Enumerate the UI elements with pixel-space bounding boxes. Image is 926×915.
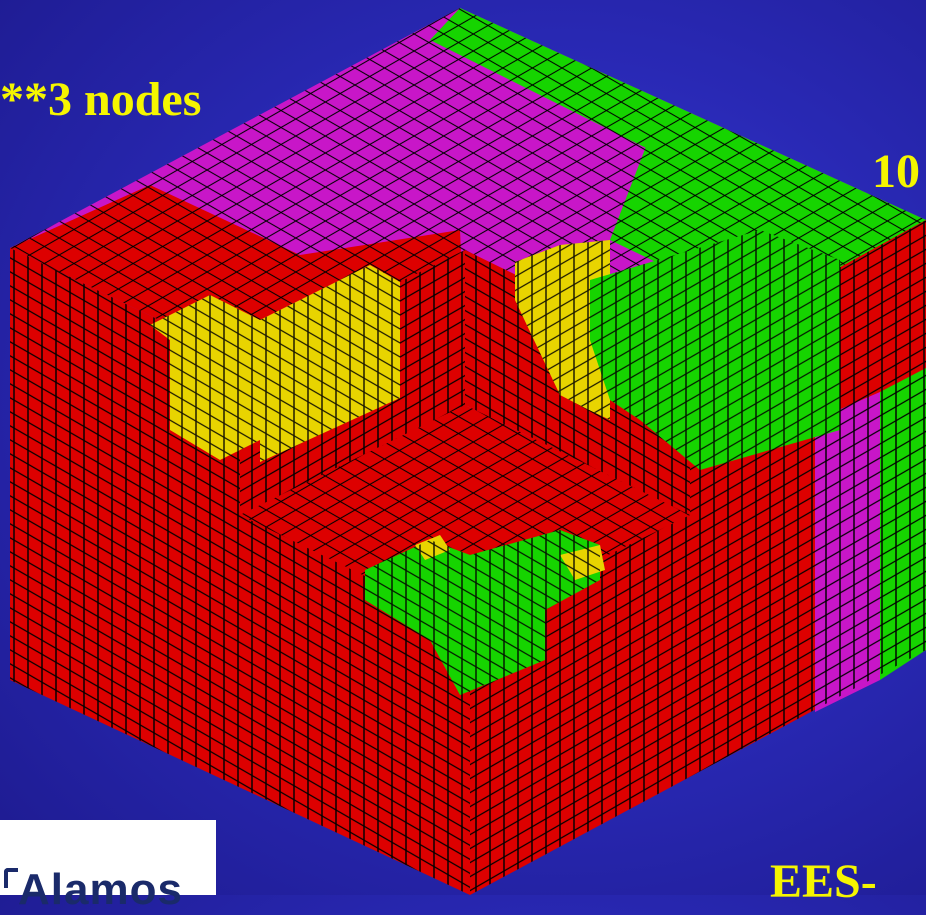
- logo-mark-icon: [4, 868, 18, 888]
- bottom-partial-label: EES-: [770, 855, 877, 908]
- nodes-label: **3 nodes: [0, 73, 202, 126]
- logo-text: Alamos: [18, 865, 183, 914]
- yellow-block-right: [515, 240, 610, 420]
- los-alamos-logo: Alamos: [0, 820, 216, 914]
- voxel-cube-diagram: [10, 8, 926, 895]
- green-block-lower: [365, 530, 605, 695]
- right-partial-label: 10: [872, 145, 920, 198]
- green-block-upper-right: [590, 230, 840, 470]
- left-face: [10, 248, 470, 895]
- yellow-block-left: [150, 265, 400, 462]
